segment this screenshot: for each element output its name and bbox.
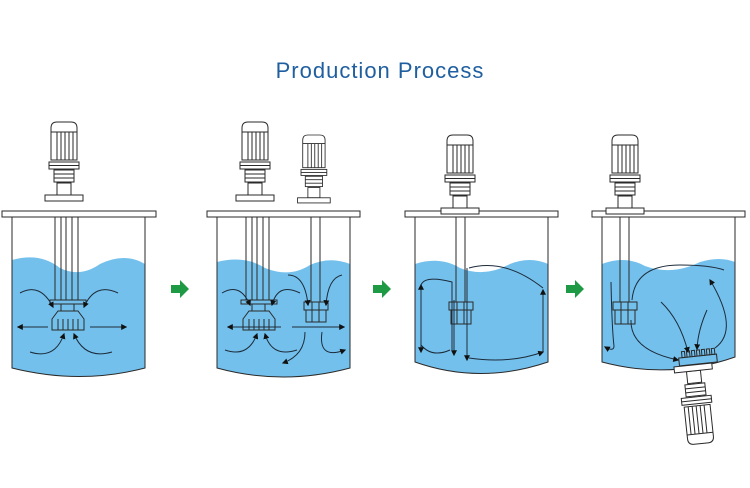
motor-icon bbox=[297, 134, 331, 204]
flow-arrows bbox=[418, 265, 546, 362]
mixer-shaft bbox=[619, 217, 630, 302]
motor-icon bbox=[605, 134, 645, 215]
arrow-right-icon bbox=[373, 280, 391, 298]
tank-lid bbox=[1, 210, 157, 218]
motor-icon bbox=[44, 121, 84, 202]
liquid bbox=[12, 257, 145, 377]
step-3-tank bbox=[404, 134, 559, 374]
mixer-head bbox=[448, 301, 474, 325]
arrow-right-icon bbox=[171, 280, 189, 298]
motor-icon bbox=[440, 134, 480, 215]
mixer-shaft bbox=[54, 217, 79, 300]
motor-icon bbox=[235, 121, 275, 202]
step-1-tank bbox=[1, 121, 157, 377]
flow-arrows bbox=[603, 264, 727, 362]
arrow-right-icon bbox=[566, 280, 584, 298]
tank-lid bbox=[591, 210, 746, 218]
mixer-head bbox=[612, 301, 638, 325]
rotor-stator-head bbox=[240, 299, 278, 331]
mixer-shaft bbox=[245, 217, 321, 302]
mixer-shaft bbox=[455, 217, 466, 302]
bottom-homogenizer bbox=[673, 347, 721, 447]
flow-arrows bbox=[221, 274, 347, 365]
liquid bbox=[217, 259, 350, 377]
liquid bbox=[415, 260, 548, 374]
flow-arrows bbox=[16, 289, 128, 355]
disperser-head bbox=[303, 301, 329, 323]
motor-icon bbox=[673, 362, 721, 447]
tank-lid bbox=[206, 210, 361, 218]
diagram-title: Production Process bbox=[275, 58, 485, 83]
step-2-tank bbox=[206, 121, 361, 378]
tank-lid bbox=[404, 210, 559, 218]
step-4-tank bbox=[591, 134, 746, 447]
